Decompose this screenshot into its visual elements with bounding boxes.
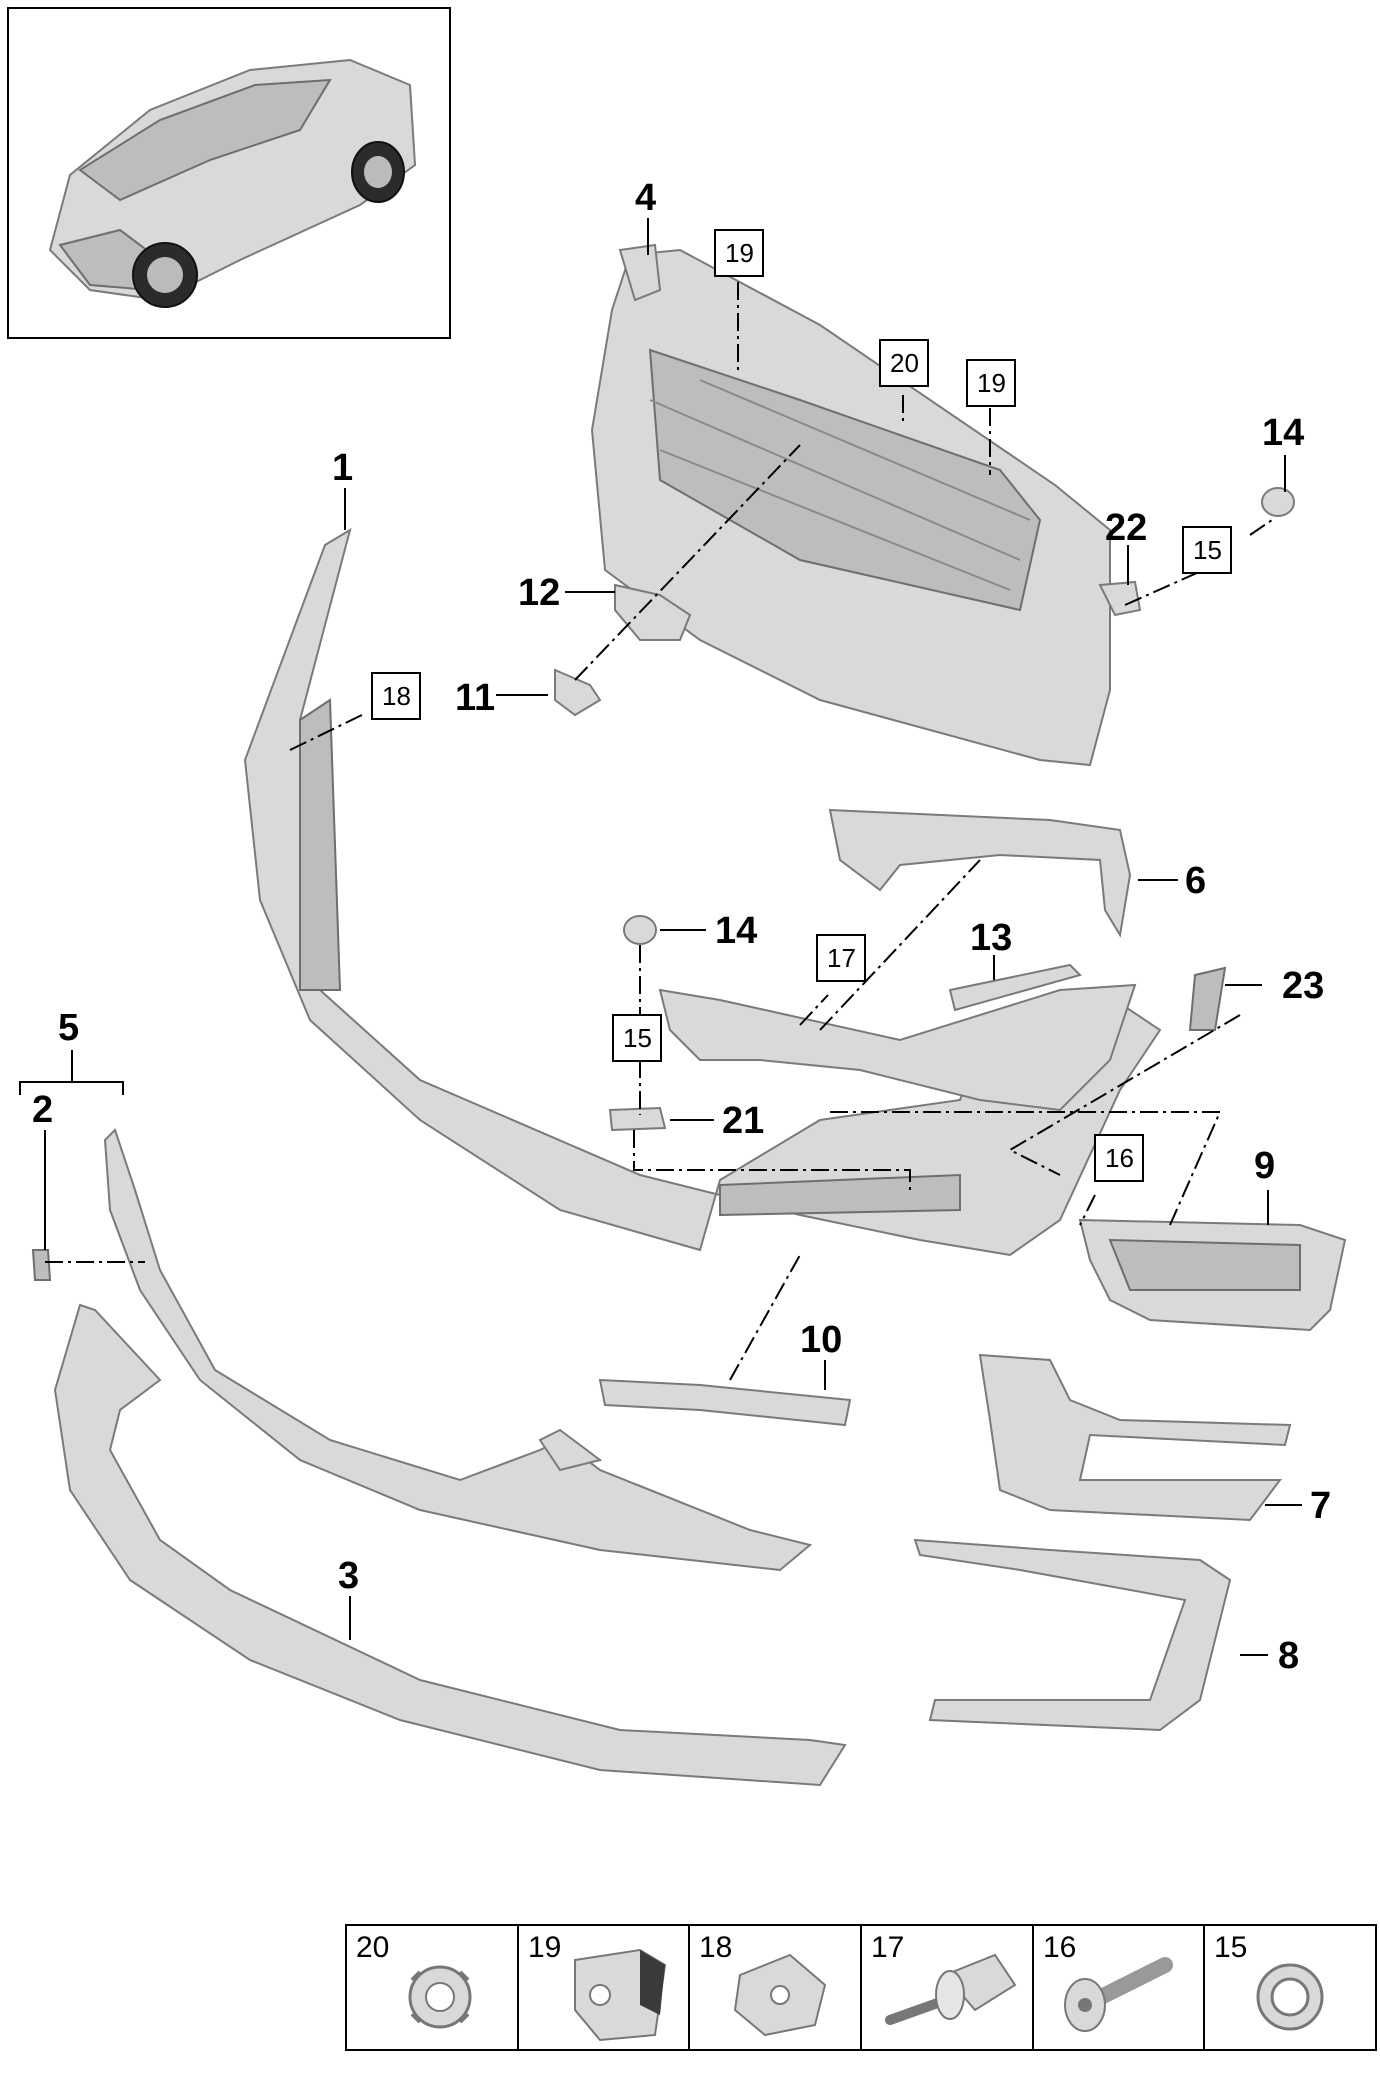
grille-part-9 bbox=[1078, 1218, 1347, 1332]
clip-ring-icon bbox=[408, 1965, 472, 2029]
callout-23: 23 bbox=[1282, 965, 1324, 1007]
bracket-part-6 bbox=[828, 808, 1132, 938]
callout-5: 5 bbox=[58, 1007, 79, 1049]
boxed-ref-17: 17 bbox=[827, 943, 856, 973]
legend-label-19: 19 bbox=[528, 1931, 561, 1964]
grille-carrier-part bbox=[590, 243, 1111, 767]
reinforcement-part bbox=[658, 983, 1137, 1112]
callout-2: 2 bbox=[32, 1089, 53, 1131]
screw-icon bbox=[1064, 1957, 1173, 2032]
callout-12: 12 bbox=[518, 572, 560, 614]
callout-14-top: 14 bbox=[1262, 412, 1304, 454]
trim-frame-part-8 bbox=[913, 1538, 1232, 1732]
sensor-part-14-top bbox=[1261, 487, 1295, 517]
callout-11: 11 bbox=[455, 677, 495, 719]
fastener-legend: 20 19 18 17 16 15 bbox=[345, 1924, 1377, 2051]
legend-label-20: 20 bbox=[356, 1931, 389, 1964]
callout-10: 10 bbox=[800, 1319, 842, 1361]
vehicle-thumbnail bbox=[7, 7, 451, 339]
callout-9: 9 bbox=[1254, 1145, 1275, 1187]
clip-holder-icon bbox=[574, 1948, 667, 2042]
legend-label-17: 17 bbox=[871, 1931, 904, 1964]
legend-label-18: 18 bbox=[699, 1931, 732, 1964]
expanding-rivet-icon bbox=[885, 1953, 1017, 2025]
callout-7: 7 bbox=[1310, 1485, 1331, 1527]
phantom-lines bbox=[45, 282, 1273, 1381]
callout-3: 3 bbox=[338, 1555, 359, 1597]
callout-1: 1 bbox=[332, 447, 353, 489]
sensor-part-14-mid bbox=[623, 915, 657, 945]
boxed-refs: 19 20 19 15 18 17 15 16 bbox=[371, 229, 1232, 1182]
boxed-ref-15-mid: 15 bbox=[623, 1023, 652, 1053]
callout-6: 6 bbox=[1185, 860, 1206, 902]
callout-14-mid: 14 bbox=[715, 910, 757, 952]
trim-part-10 bbox=[598, 1378, 852, 1427]
lower-strip-part-5 bbox=[103, 1128, 813, 1572]
boxed-ref-19-right: 19 bbox=[977, 368, 1006, 398]
boxed-ref-15-top: 15 bbox=[1193, 535, 1222, 565]
boxed-ref-18: 18 bbox=[382, 681, 411, 711]
leader-lines bbox=[19, 218, 1302, 1656]
nut-ring-icon bbox=[1256, 1963, 1324, 2031]
callout-13: 13 bbox=[970, 917, 1012, 959]
boxed-ref-20: 20 bbox=[890, 348, 919, 378]
callout-21: 21 bbox=[722, 1100, 764, 1142]
strip-part-13 bbox=[948, 963, 1082, 1012]
bracket-part-21 bbox=[608, 1106, 667, 1132]
bracket-part-12 bbox=[614, 583, 692, 641]
legend-label-15: 15 bbox=[1214, 1931, 1247, 1964]
callout-22: 22 bbox=[1105, 507, 1147, 549]
boxed-ref-19-left: 19 bbox=[725, 238, 754, 268]
clip-part-11 bbox=[554, 668, 602, 717]
callout-8: 8 bbox=[1278, 1635, 1299, 1677]
bracket-part-22 bbox=[1098, 580, 1142, 617]
callout-4: 4 bbox=[635, 177, 656, 219]
callout-labels: 4 1 14 22 12 11 6 13 14 23 5 2 21 9 10 7… bbox=[32, 177, 1331, 1677]
reflector-part-23 bbox=[1188, 966, 1227, 1031]
bumper-cover-part bbox=[243, 527, 1162, 1257]
cover-part-2 bbox=[31, 1249, 52, 1281]
spoiler-lip-part-3 bbox=[53, 1303, 847, 1787]
boxed-ref-16: 16 bbox=[1105, 1143, 1134, 1173]
legend-label-16: 16 bbox=[1043, 1931, 1076, 1964]
air-guide-part-7 bbox=[978, 1353, 1292, 1522]
speed-nut-icon bbox=[733, 1953, 827, 2037]
